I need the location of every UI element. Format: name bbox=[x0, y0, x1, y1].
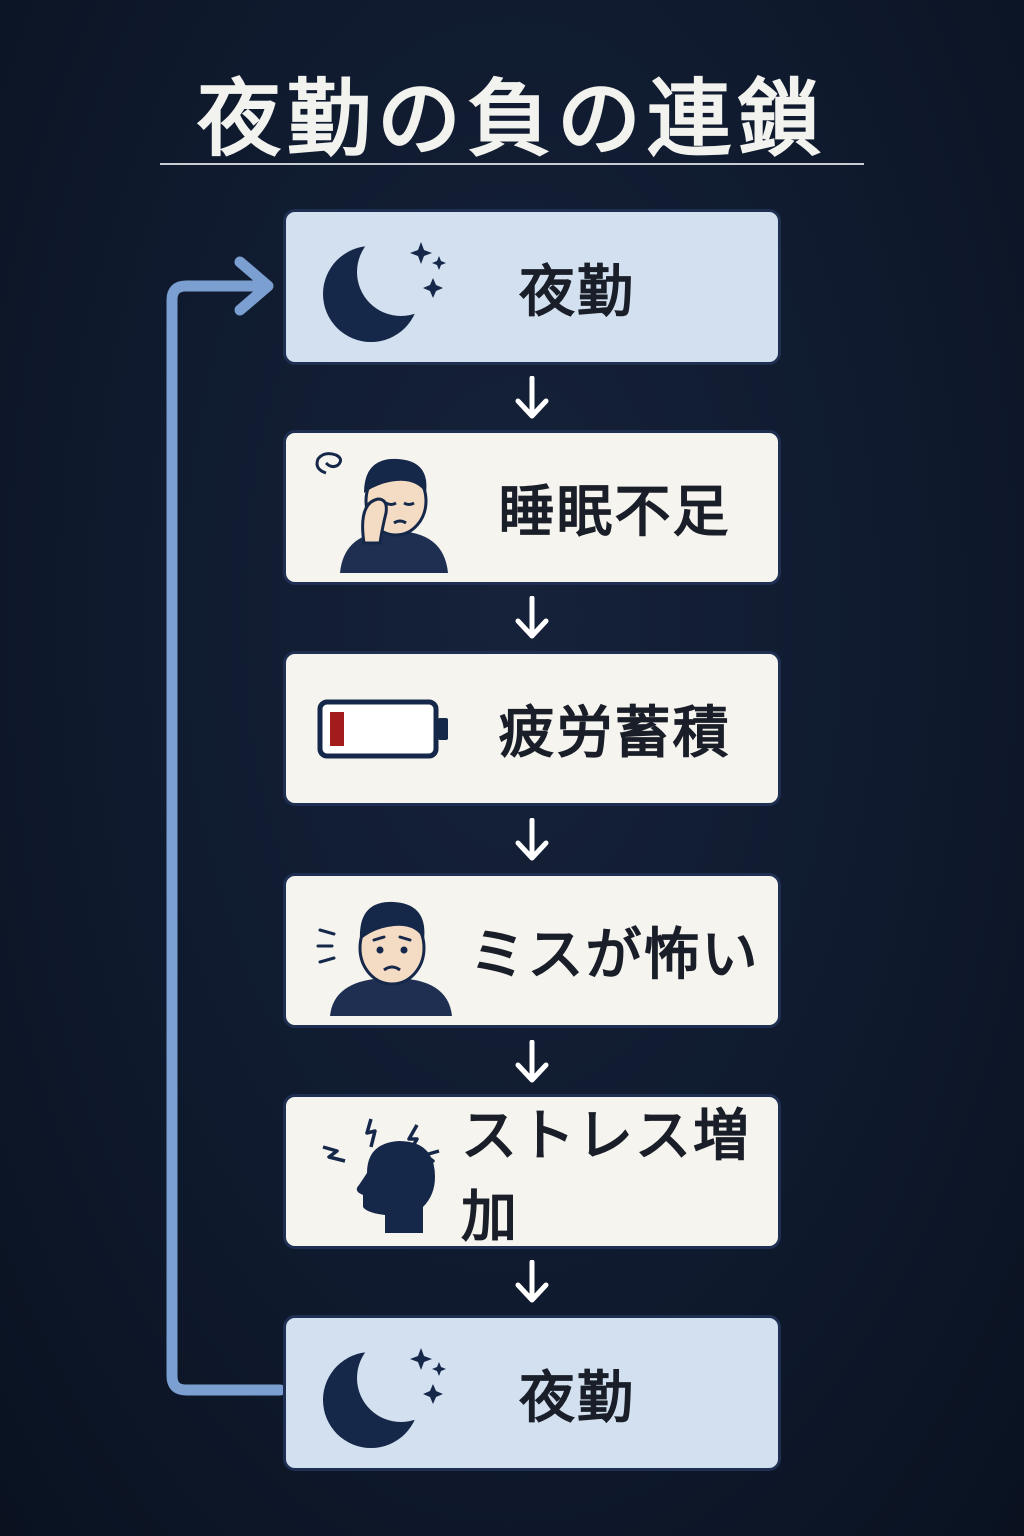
low-battery-icon bbox=[304, 664, 464, 794]
step-label: 疲労蓄積 bbox=[498, 701, 731, 766]
flow-step-sleep-deprivation: 睡眠不足 bbox=[283, 430, 781, 585]
down-arrow bbox=[515, 376, 549, 419]
flow-step-stress-increase: ストレス増加 bbox=[283, 1094, 781, 1250]
step-label: ミスが怖い bbox=[469, 923, 760, 988]
title-underline bbox=[160, 163, 864, 165]
flow-step-night-shift-end: 夜勤 bbox=[283, 1315, 781, 1471]
flow-step-fatigue: 疲労蓄積 bbox=[283, 651, 781, 806]
worried-person-icon bbox=[304, 886, 464, 1016]
flow-step-night-shift-start: 夜勤 bbox=[283, 209, 781, 365]
step-label: ストレス増加 bbox=[461, 1103, 751, 1250]
tired-person-icon bbox=[304, 443, 464, 573]
moon-stars-icon bbox=[304, 222, 464, 352]
step-label: 夜勤 bbox=[519, 259, 635, 325]
down-arrow bbox=[515, 1260, 549, 1303]
step-label: 夜勤 bbox=[519, 1365, 635, 1431]
down-arrow bbox=[515, 596, 549, 639]
flow-step-fear-of-mistakes: ミスが怖い bbox=[283, 873, 781, 1028]
stressed-head-icon bbox=[304, 1107, 464, 1237]
down-arrow bbox=[515, 818, 549, 861]
step-label: 睡眠不足 bbox=[498, 480, 731, 545]
diagram-title: 夜勤の負の連鎖 bbox=[196, 70, 827, 168]
moon-stars-icon bbox=[304, 1328, 464, 1458]
down-arrow bbox=[515, 1040, 549, 1083]
